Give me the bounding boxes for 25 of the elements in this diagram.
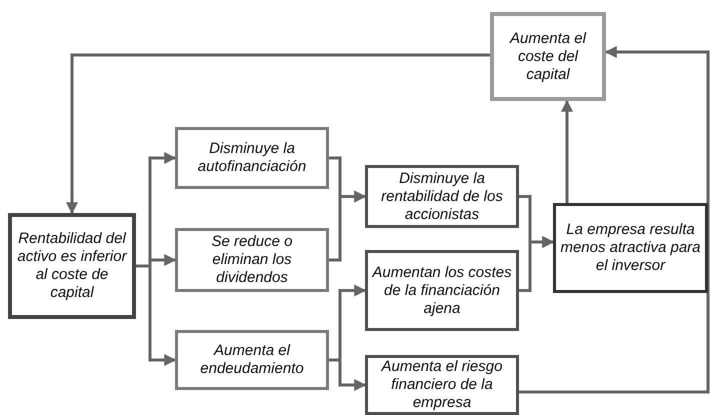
arrow xyxy=(329,190,366,262)
arrow xyxy=(561,100,573,203)
box-text: Aumenta el riesgo financiero de la empresa xyxy=(380,358,504,412)
process-box xyxy=(175,228,329,292)
process-box xyxy=(365,165,519,228)
process-box xyxy=(553,203,708,293)
box-text: Aumenta el coste del capital xyxy=(508,30,588,84)
arrow xyxy=(136,264,176,366)
process-box xyxy=(175,330,329,390)
box-text: Aumenta el endeudamiento xyxy=(199,342,305,378)
process-box xyxy=(365,250,519,331)
box-text: La empresa resulta menos atractiva para el inversor xyxy=(560,221,701,275)
arrow xyxy=(519,46,710,394)
process-box xyxy=(490,12,606,101)
arrow xyxy=(519,236,554,292)
process-box xyxy=(175,127,329,189)
box-text: Rentabilidad del activo es inferior al coste de capital xyxy=(16,230,128,302)
process-box xyxy=(365,355,519,415)
box-text: Aumentan los costes de la financiación ajena xyxy=(372,264,512,318)
process-box xyxy=(8,213,136,319)
box-text: Disminuye la autofinanciación xyxy=(196,140,308,176)
box-text: Se reduce o eliminan los dividendos xyxy=(210,233,294,287)
arrow xyxy=(66,54,490,214)
arrow xyxy=(329,358,366,391)
box-text: Disminuye la rentabilidad de los accionistas xyxy=(380,170,504,224)
